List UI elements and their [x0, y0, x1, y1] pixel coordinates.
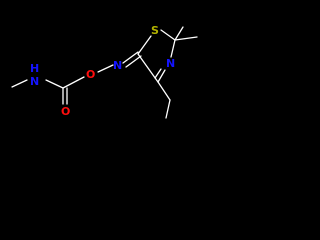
bond-ring-c5-s — [137, 35, 152, 55]
atom-label-hydrogen: H — [30, 62, 39, 75]
bond-methyl-nh — [11, 79, 28, 88]
bond-ring-n3-c4-double-a — [157, 69, 166, 83]
bond-oxime-double-b — [125, 55, 142, 68]
bond-nh-carbonyl-carbon — [45, 79, 64, 89]
atom-label-oxygen-carbonyl: O — [61, 105, 70, 118]
atom-label-nitrogen-ring: N — [166, 57, 175, 70]
bond-c4-ethyl-ch2 — [157, 81, 171, 101]
bonds — [11, 26, 198, 119]
atom-label-sulfur-ring: S — [151, 24, 159, 37]
molecule-structure-diagram: N H O O N S N — [11, 24, 198, 119]
bond-ring-s-c2 — [160, 29, 176, 41]
atom-label-oxygen-ether: O — [86, 68, 95, 81]
bond-c2-methyl-b — [174, 36, 198, 41]
atom-labels: N H O O N S N — [30, 24, 175, 118]
bond-ring-n3-c4-double-b — [154, 68, 162, 79]
bond-carbonyl-ether-o — [62, 76, 85, 89]
bond-ether-o-oxime-n — [97, 64, 114, 73]
atom-label-nitrogen-oxime: N — [113, 59, 122, 72]
bond-ring-c2-n3 — [170, 39, 176, 58]
bond-ethyl-ch2-ch3 — [165, 99, 171, 119]
atom-label-nitrogen-methylamine: N — [30, 75, 39, 88]
bond-c2-methyl-a — [174, 26, 184, 41]
bond-ring-c4-c5 — [137, 53, 159, 83]
bond-oxime-double-a — [122, 51, 139, 64]
